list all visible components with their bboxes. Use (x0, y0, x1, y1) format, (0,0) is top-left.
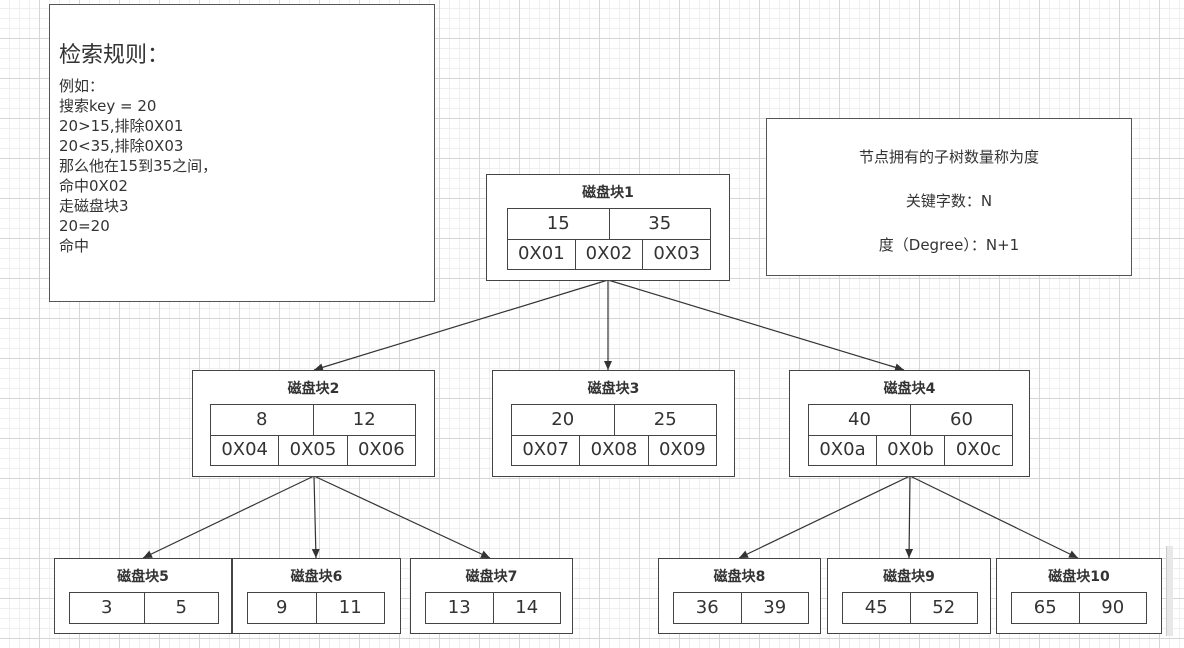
key-cell: 11 (338, 597, 362, 618)
rules-title: 检索规则： (59, 43, 170, 68)
key-cell: 20 (512, 405, 615, 435)
key-cell: 36 (674, 593, 742, 623)
rules-line: 搜索key = 20 (59, 97, 157, 115)
edge-n4-n10 (909, 475, 1079, 559)
node-title: 磁盘块5 (117, 569, 169, 585)
disk-block-9[interactable]: 磁盘块9 45 52 (827, 558, 991, 634)
edge-n2-n7 (313, 475, 491, 559)
degree-formula: 度（Degree）：N+1 (878, 236, 1020, 254)
edge-n1-n2 (313, 279, 609, 372)
pointer-cell: 0X0b (877, 436, 945, 465)
node-table: 15 35 0X01 0X02 0X03 (507, 208, 711, 270)
rules-line: 命中0X02 (59, 177, 128, 195)
pointer-cell: 0X07 (512, 436, 581, 465)
edge-n2-n6 (311, 475, 320, 559)
pointer-cell: 0X02 (576, 240, 644, 269)
key-count-text: 关键字数：N (905, 192, 993, 210)
key-cell: 35 (648, 213, 672, 234)
disk-block-6[interactable]: 磁盘块6 9 11 (232, 558, 401, 634)
node-table: 40 60 0X0a 0X0b 0X0c (808, 404, 1013, 466)
key-cell: 15 (508, 209, 610, 239)
rules-line: 那么他在15到35之间， (59, 157, 218, 175)
node-title: 磁盘块3 (587, 381, 640, 397)
key-cell: 52 (932, 597, 956, 618)
node-title: 磁盘块10 (1048, 569, 1110, 585)
edge-n4-n8 (738, 475, 911, 559)
pointer-cell: 0X01 (508, 240, 576, 269)
rules-line: 20<35,排除0X03 (59, 137, 184, 155)
pointer-cell: 0X03 (653, 243, 701, 264)
disk-block-4[interactable]: 磁盘块4 40 60 0X0a 0X0b 0X0c (789, 370, 1030, 477)
key-cell: 45 (843, 593, 911, 623)
node-table: 3 5 (69, 592, 219, 624)
node-title: 磁盘块1 (582, 185, 634, 201)
node-table: 36 39 (673, 592, 809, 624)
pointer-cell: 0X08 (580, 436, 649, 465)
key-cell: 14 (515, 597, 539, 618)
pointer-cell: 0X04 (211, 436, 280, 465)
disk-block-8[interactable]: 磁盘块8 36 39 (658, 558, 821, 634)
pointer-cell: 0X05 (279, 436, 348, 465)
node-title: 磁盘块6 (290, 569, 343, 585)
pointer-cell: 0X09 (658, 439, 706, 460)
edge-n2-n5 (142, 475, 315, 559)
node-title: 磁盘块4 (883, 381, 936, 397)
disk-block-3[interactable]: 磁盘块3 20 25 0X07 0X08 0X09 (492, 370, 735, 477)
node-table: 20 25 0X07 0X08 0X09 (511, 404, 717, 466)
node-title: 磁盘块9 (883, 569, 935, 585)
retrieval-rules-panel: 检索规则： 例如： 搜索key = 20 20>15,排除0X01 20<35,… (49, 4, 435, 302)
key-cell: 39 (763, 597, 787, 618)
key-cell: 65 (1012, 593, 1080, 623)
rules-line: 命中 (59, 237, 90, 255)
rules-lines: 例如： 搜索key = 20 20>15,排除0X01 20<35,排除0X03… (59, 76, 217, 256)
key-cell: 13 (426, 593, 494, 623)
disk-block-7[interactable]: 磁盘块7 13 14 (410, 558, 573, 634)
edge-n1-n4 (607, 279, 905, 372)
degree-note-panel: 节点拥有的子树数量称为度 关键字数：N 度（Degree）：N+1 (766, 118, 1132, 276)
rules-line: 20>15,排除0X01 (59, 117, 184, 135)
key-cell: 90 (1101, 597, 1125, 618)
disk-block-5[interactable]: 磁盘块5 3 5 (54, 558, 232, 634)
pointer-cell: 0X0c (955, 439, 1002, 460)
pointer-cell: 0X0a (809, 436, 877, 465)
degree-definition: 节点拥有的子树数量称为度 (858, 148, 1039, 166)
rules-line: 走磁盘块3 (59, 197, 129, 215)
disk-block-2[interactable]: 磁盘块2 8 12 0X04 0X05 0X06 (192, 370, 435, 477)
key-cell: 3 (70, 593, 145, 623)
key-cell: 25 (653, 409, 677, 430)
rules-line: 例如： (59, 77, 105, 95)
pointer-cell: 0X06 (357, 439, 405, 460)
key-cell: 40 (809, 405, 911, 435)
node-title: 磁盘块7 (465, 569, 518, 585)
disk-block-1[interactable]: 磁盘块1 15 35 0X01 0X02 0X03 (486, 174, 730, 281)
node-table: 9 11 (247, 592, 385, 624)
key-cell: 9 (248, 593, 317, 623)
node-table: 65 90 (1011, 592, 1147, 624)
rules-line: 20=20 (59, 217, 110, 235)
key-cell: 8 (211, 405, 314, 435)
node-table: 13 14 (425, 592, 561, 624)
edge-n4-n9 (905, 475, 914, 559)
node-table: 45 52 (842, 592, 978, 624)
node-title: 磁盘块8 (713, 569, 766, 585)
key-cell: 5 (175, 597, 187, 618)
disk-block-10[interactable]: 磁盘块10 65 90 (996, 558, 1162, 634)
vertical-scrollbar[interactable] (1166, 546, 1173, 636)
key-cell: 12 (352, 409, 376, 430)
node-table: 8 12 0X04 0X05 0X06 (210, 404, 416, 466)
node-title: 磁盘块2 (287, 381, 340, 397)
key-cell: 60 (950, 409, 973, 430)
